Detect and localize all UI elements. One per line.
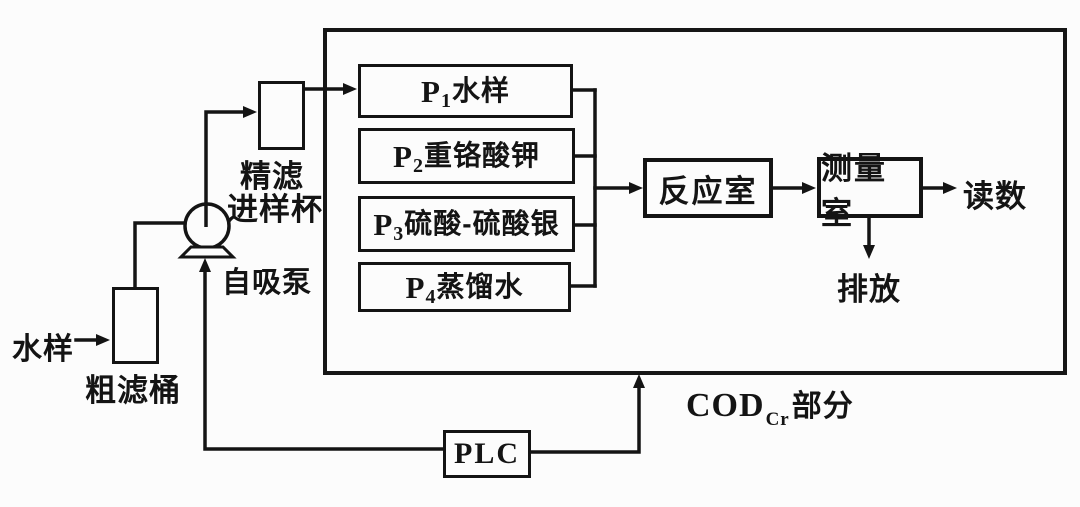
discharge-label: 排放 — [837, 272, 901, 307]
coarse-filter-box — [112, 287, 159, 364]
line-coarsefilter-to-pump — [133, 221, 186, 290]
reaction-chamber-box: 反应室 — [643, 158, 773, 218]
arrowhead — [863, 245, 875, 259]
p4-name: 蒸馏水 — [436, 271, 524, 302]
p4-subscript: 4 — [425, 286, 436, 308]
arrowhead — [633, 374, 645, 388]
arrowhead — [943, 182, 957, 194]
cod-section-label: CODCr部分 — [686, 381, 854, 430]
line-pump-to-finefilter — [204, 110, 246, 207]
pump-symbol — [177, 202, 237, 259]
cod-label-main: COD — [686, 387, 765, 424]
measuring-chamber-label: 测量室 — [821, 150, 887, 231]
plc-label: PLC — [454, 437, 520, 470]
cod-label-subscript: Cr — [765, 409, 790, 430]
reaction-chamber-label: 反应室 — [658, 173, 758, 209]
plc-box: PLC — [443, 430, 531, 478]
p1-subscript: 1 — [440, 90, 451, 112]
water-sample-label: 水样 — [12, 333, 74, 366]
p4-letter: P — [405, 269, 425, 305]
fine-filter-label-line1: 精滤 — [240, 159, 304, 194]
p3-letter: P — [373, 206, 393, 242]
arrowhead — [343, 83, 357, 95]
pump-label: 自吸泵 — [222, 267, 313, 299]
reading-label: 读数 — [963, 179, 1027, 214]
arrowhead — [243, 106, 257, 118]
line-plc-to-codsection — [528, 386, 641, 454]
measuring-chamber-box: 测量室 — [817, 151, 923, 231]
arrowhead — [96, 334, 110, 346]
p1-name: 水样 — [451, 75, 510, 106]
pump-base — [177, 245, 237, 259]
arrowhead — [629, 182, 643, 194]
p2-letter: P — [393, 138, 412, 174]
fine-filter-cup-box — [258, 81, 305, 150]
p2-name: 重铬酸钾 — [423, 140, 540, 171]
p1-letter: P — [421, 73, 440, 109]
arrowhead — [802, 182, 816, 194]
line-plc-to-pump — [203, 270, 445, 451]
coarse-filter-label: 粗滤桶 — [85, 373, 181, 408]
fine-filter-label-line2: 进样杯 — [227, 192, 323, 227]
cod-section-boundary — [323, 28, 1067, 375]
p2-subscript: 2 — [412, 155, 423, 177]
p3-name: 硫酸-硫酸银 — [404, 208, 560, 239]
cod-label-suffix: 部分 — [791, 390, 854, 423]
p3-subscript: 3 — [393, 223, 404, 245]
arrowhead — [199, 258, 211, 272]
